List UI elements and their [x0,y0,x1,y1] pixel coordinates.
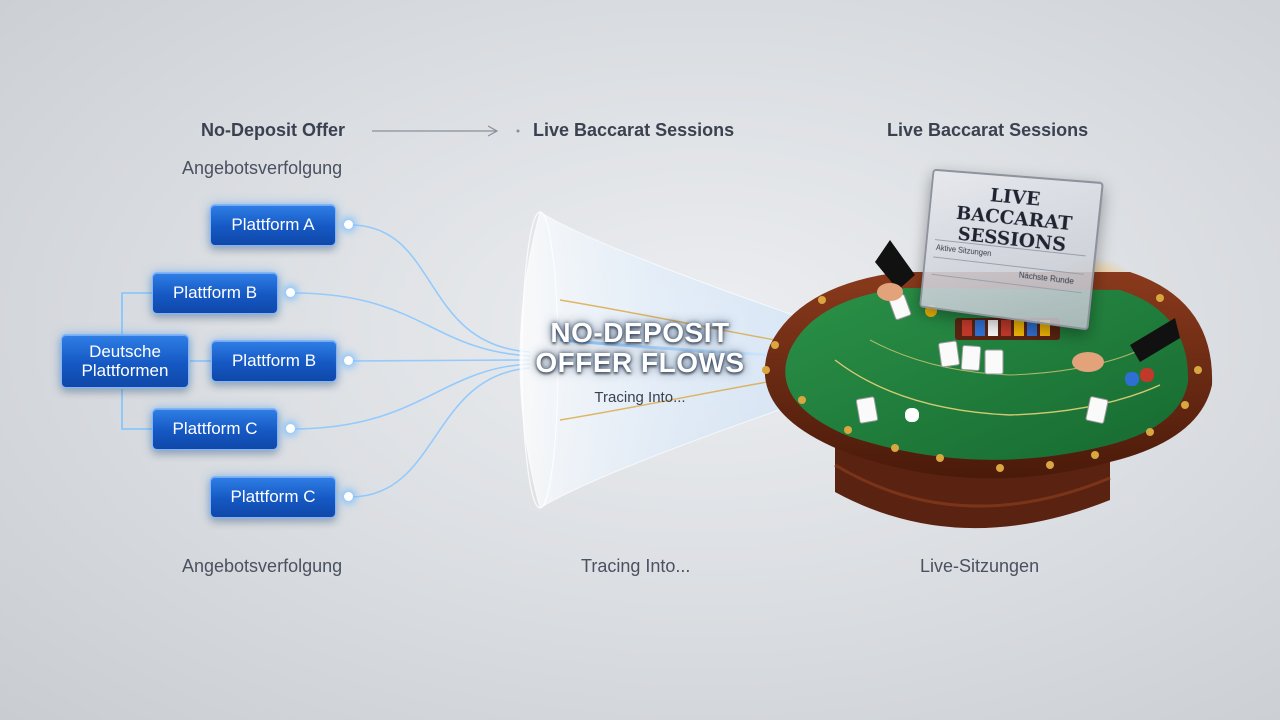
platform-node-a[interactable]: Plattform A [210,204,336,246]
session-board: LIVE BACCARAT SESSIONS Aktive Sitzungen … [919,168,1104,331]
header-live-baccarat-middle: Live Baccarat Sessions [533,120,735,140]
connector-dot [344,356,353,365]
platform-node-b-upper[interactable]: Plattform B [152,272,278,314]
connector-dot [286,424,295,433]
connector-dot [344,220,353,229]
tree-bracket [121,292,212,430]
subtitle-bottom-middle: Tracing Into... [581,556,691,576]
header-arrow [372,125,520,137]
connector-dot [286,288,295,297]
header-no-deposit-offer: No-Deposit Offer [201,120,345,140]
funnel-subtitle: Tracing Into... [594,389,686,406]
subtitle-bottom-right: Live-Sitzungen [920,556,1040,576]
chip-stacks [905,305,1154,422]
funnel-title: NO-DEPOSIT OFFER FLOWS [535,317,745,378]
subtitle-bottom-left: Angebotsverfolgung [182,556,343,576]
header-live-baccarat-right: Live Baccarat Sessions [887,120,1089,140]
platform-node-c-upper[interactable]: Plattform C [152,408,278,450]
platform-node-b-lower[interactable]: Plattform B [211,340,337,382]
flow-lines [291,224,531,498]
root-node-deutsche-plattformen[interactable]: Deutsche Plattformen [61,334,189,388]
connector-dot [344,492,353,501]
platform-node-c-lower[interactable]: Plattform C [210,476,336,518]
subtitle-top-left: Angebotsverfolgung [182,158,343,178]
board-divider [933,256,1084,275]
